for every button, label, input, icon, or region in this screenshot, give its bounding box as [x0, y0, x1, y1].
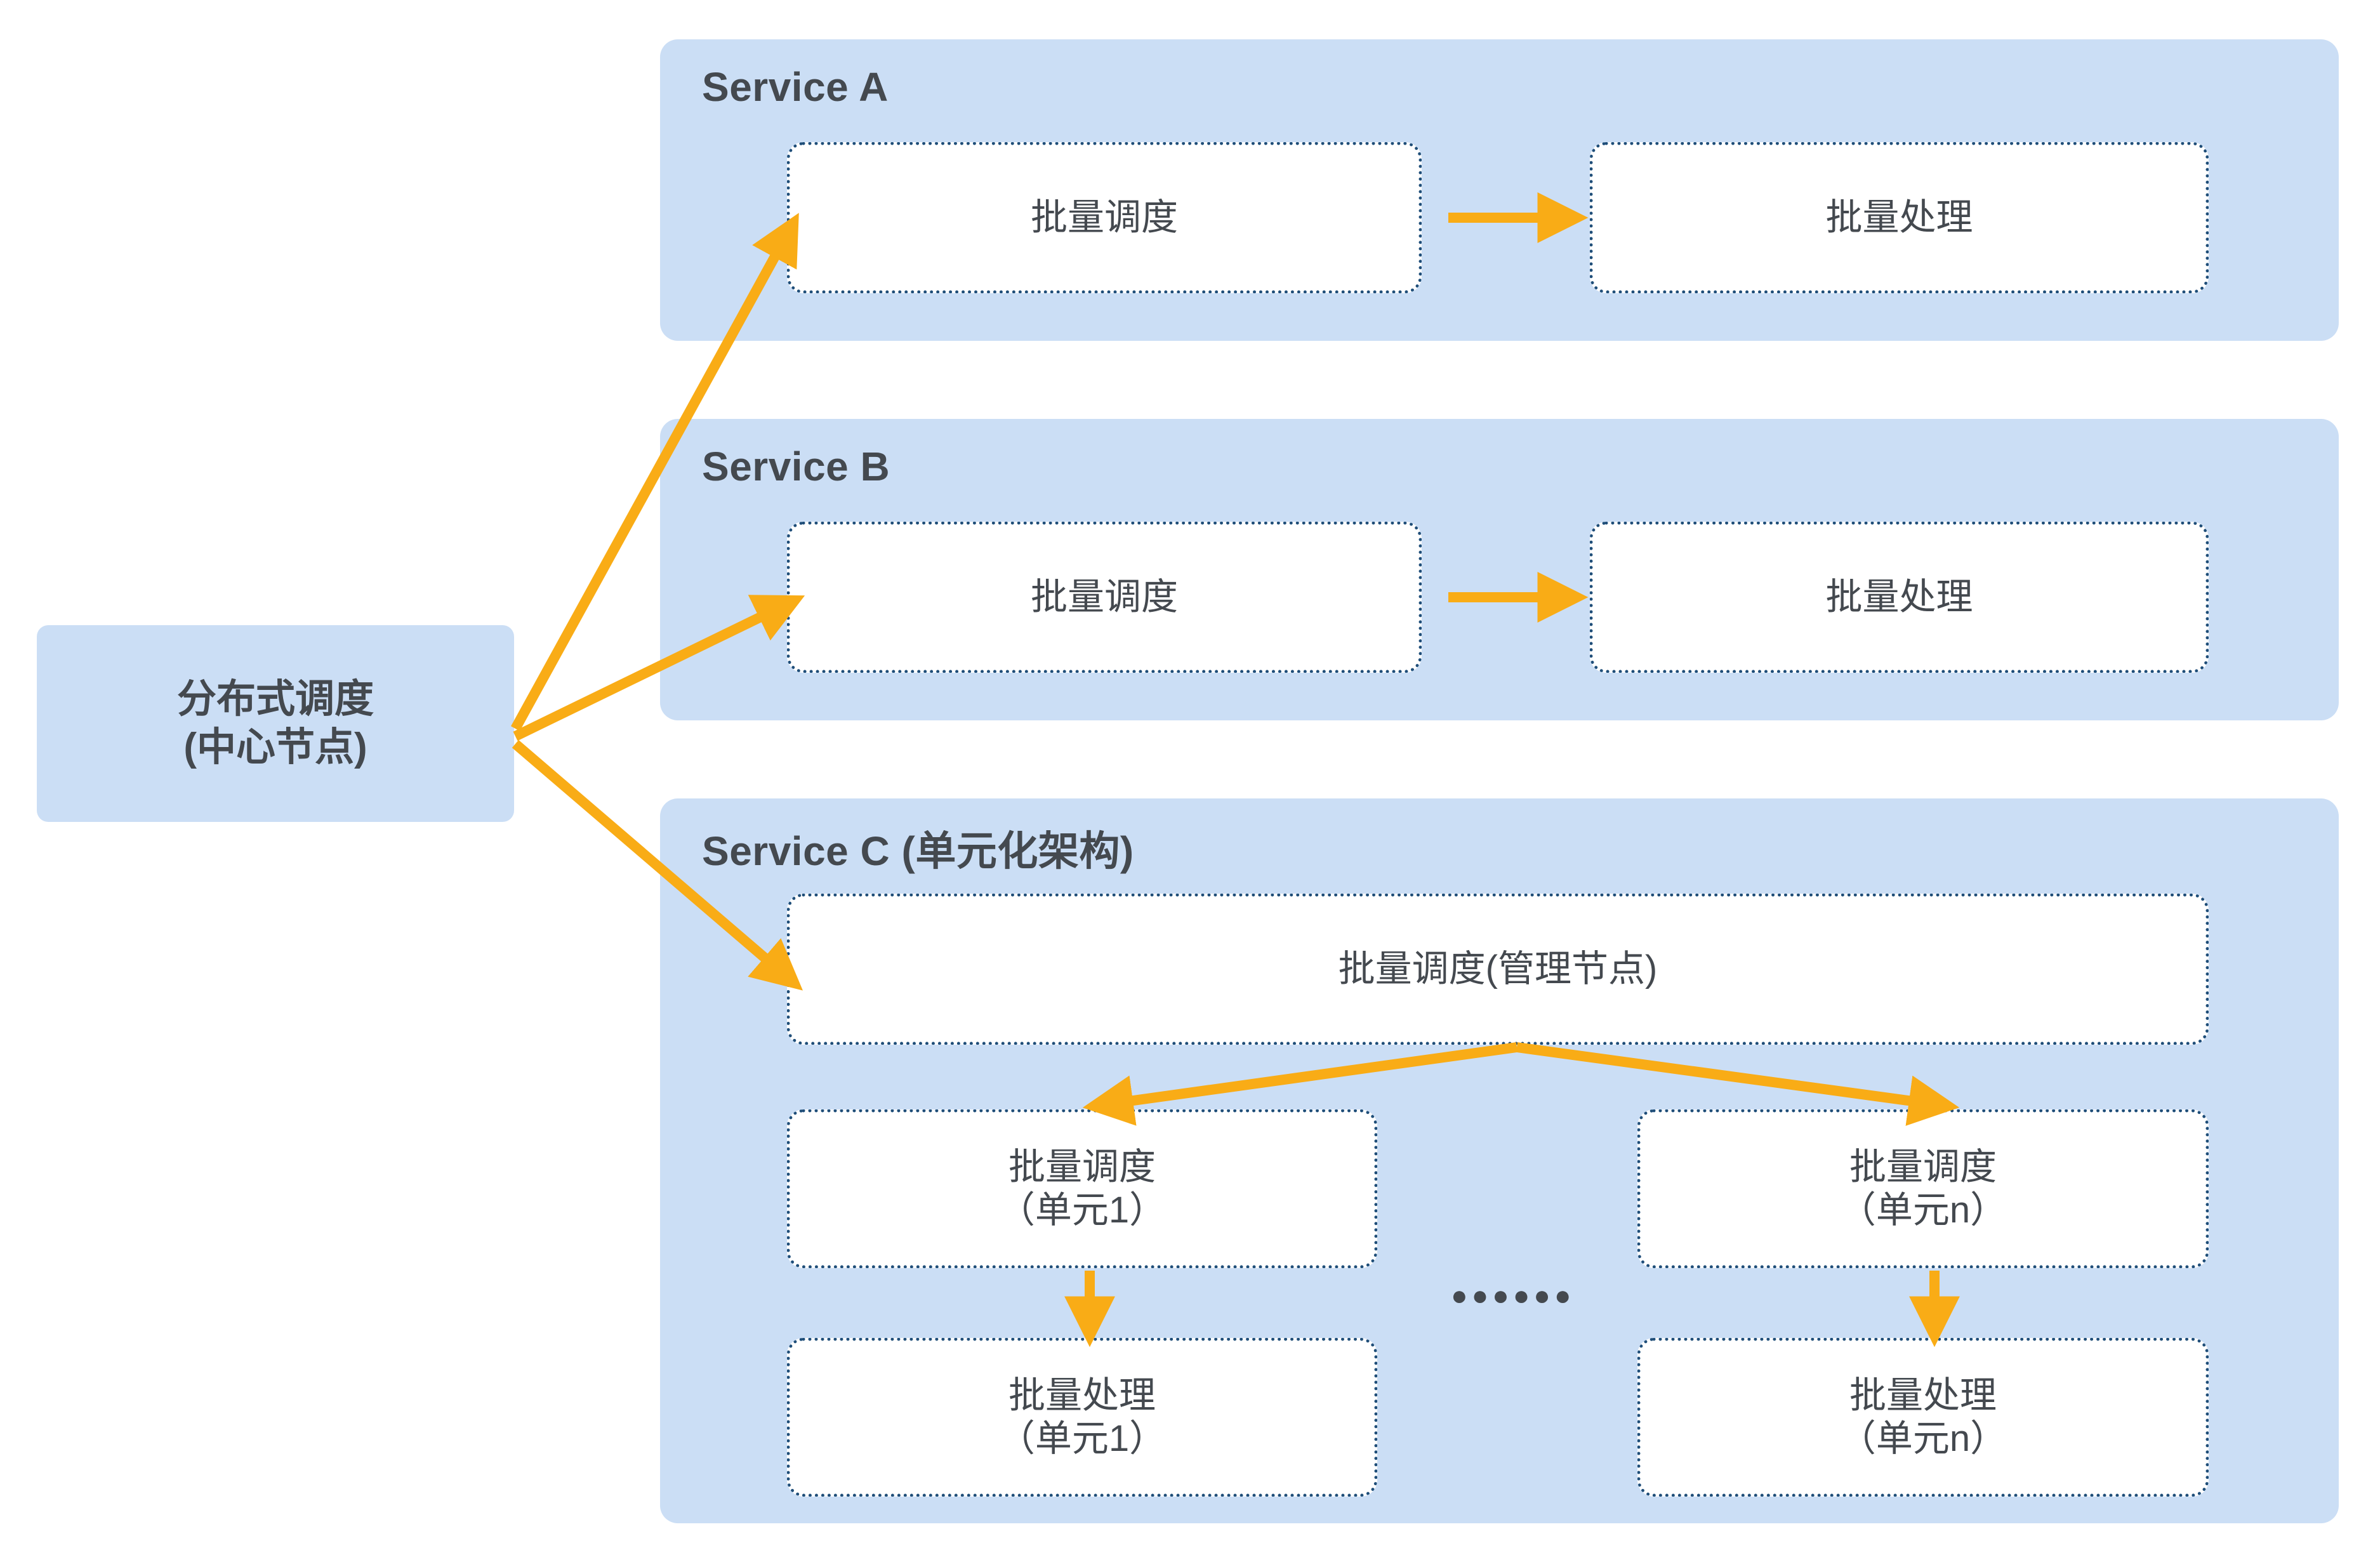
- node-c-schedule-unitn-label: 批量调度 （单元n）: [1839, 1146, 2007, 1231]
- node-c-process-unit1[interactable]: 批量处理 （单元1）: [787, 1338, 1377, 1497]
- service-c-title: Service C (单元化架构): [702, 828, 1134, 874]
- node-c-schedule-unit1-label: 批量调度 （单元1）: [998, 1146, 1167, 1231]
- node-a-process[interactable]: 批量处理: [1590, 142, 2209, 293]
- node-c-manager[interactable]: 批量调度(管理节点): [787, 894, 2209, 1045]
- node-c-manager-label: 批量调度(管理节点): [1338, 948, 1658, 989]
- node-b-process[interactable]: 批量处理: [1590, 522, 2209, 673]
- node-a-schedule-label: 批量调度: [1030, 196, 1178, 238]
- node-c-schedule-unitn[interactable]: 批量调度 （单元n）: [1637, 1109, 2209, 1268]
- node-b-schedule-label: 批量调度: [1030, 576, 1178, 618]
- node-a-process-label: 批量处理: [1825, 196, 1973, 238]
- node-c-process-unitn[interactable]: 批量处理 （单元n）: [1637, 1338, 2209, 1497]
- node-c-process-unitn-label: 批量处理 （单元n）: [1839, 1374, 2007, 1459]
- service-a-title: Service A: [702, 64, 889, 110]
- center-node-distributed-scheduler[interactable]: 分布式调度 (中心节点): [37, 625, 514, 822]
- center-node-label: 分布式调度 (中心节点): [176, 677, 374, 769]
- node-b-process-label: 批量处理: [1825, 576, 1973, 618]
- service-b-title: Service B: [702, 444, 890, 489]
- node-c-schedule-unit1[interactable]: 批量调度 （单元1）: [787, 1109, 1377, 1268]
- node-b-schedule[interactable]: 批量调度: [787, 522, 1422, 673]
- node-a-schedule[interactable]: 批量调度: [787, 142, 1422, 293]
- node-c-process-unit1-label: 批量处理 （单元1）: [998, 1374, 1167, 1459]
- units-ellipsis: ●●●●●●: [1451, 1280, 1575, 1311]
